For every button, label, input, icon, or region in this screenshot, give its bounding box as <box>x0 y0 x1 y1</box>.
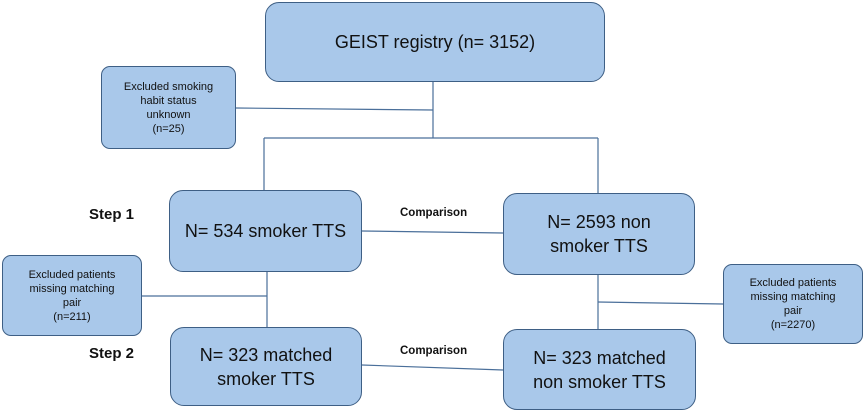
excluded-smoking-label: Excluded smoking habit status unknown (n… <box>123 80 214 135</box>
excluded-right-label: Excluded patients missing matching pair … <box>749 277 837 331</box>
step1-nonsmoker-box: N= 2593 non smoker TTS <box>503 193 695 275</box>
step1-label: Step 1 <box>89 206 135 223</box>
registry-box: GEIST registry (n= 3152) <box>265 2 605 82</box>
connector-step1-comparison <box>361 230 504 234</box>
excluded-left-box: Excluded patients missing matching pair … <box>2 255 142 336</box>
step1-nonsmoker-label: N= 2593 non smoker TTS <box>547 212 651 256</box>
connector-excluded-smoking <box>235 107 434 111</box>
step2-nonsmoker-label: N= 323 matched non smoker TTS <box>533 347 666 392</box>
connector-step2-comparison <box>361 364 504 371</box>
step2-nonsmoker-box: N= 323 matched non smoker TTS <box>503 329 696 410</box>
step2-smoker-box: N= 323 matched smoker TTS <box>170 327 362 406</box>
excluded-left-label: Excluded patients missing matching pair … <box>28 268 116 323</box>
step2-comparison-label: Comparison <box>400 345 468 357</box>
connector-excluded-right <box>597 301 724 305</box>
excluded-smoking-box: Excluded smoking habit status unknown (n… <box>101 66 236 149</box>
step1-comparison-label: Comparison <box>400 207 468 219</box>
step1-smoker-box: N= 534 smoker TTS <box>169 190 362 272</box>
registry-label: GEIST registry (n= 3152) <box>334 32 536 52</box>
excluded-right-box: Excluded patients missing matching pair … <box>723 264 863 344</box>
step2-smoker-label: N= 323 matched smoker TTS <box>199 344 333 389</box>
step2-label: Step 2 <box>89 345 135 362</box>
step1-smoker-label: N= 534 smoker TTS <box>184 221 347 241</box>
